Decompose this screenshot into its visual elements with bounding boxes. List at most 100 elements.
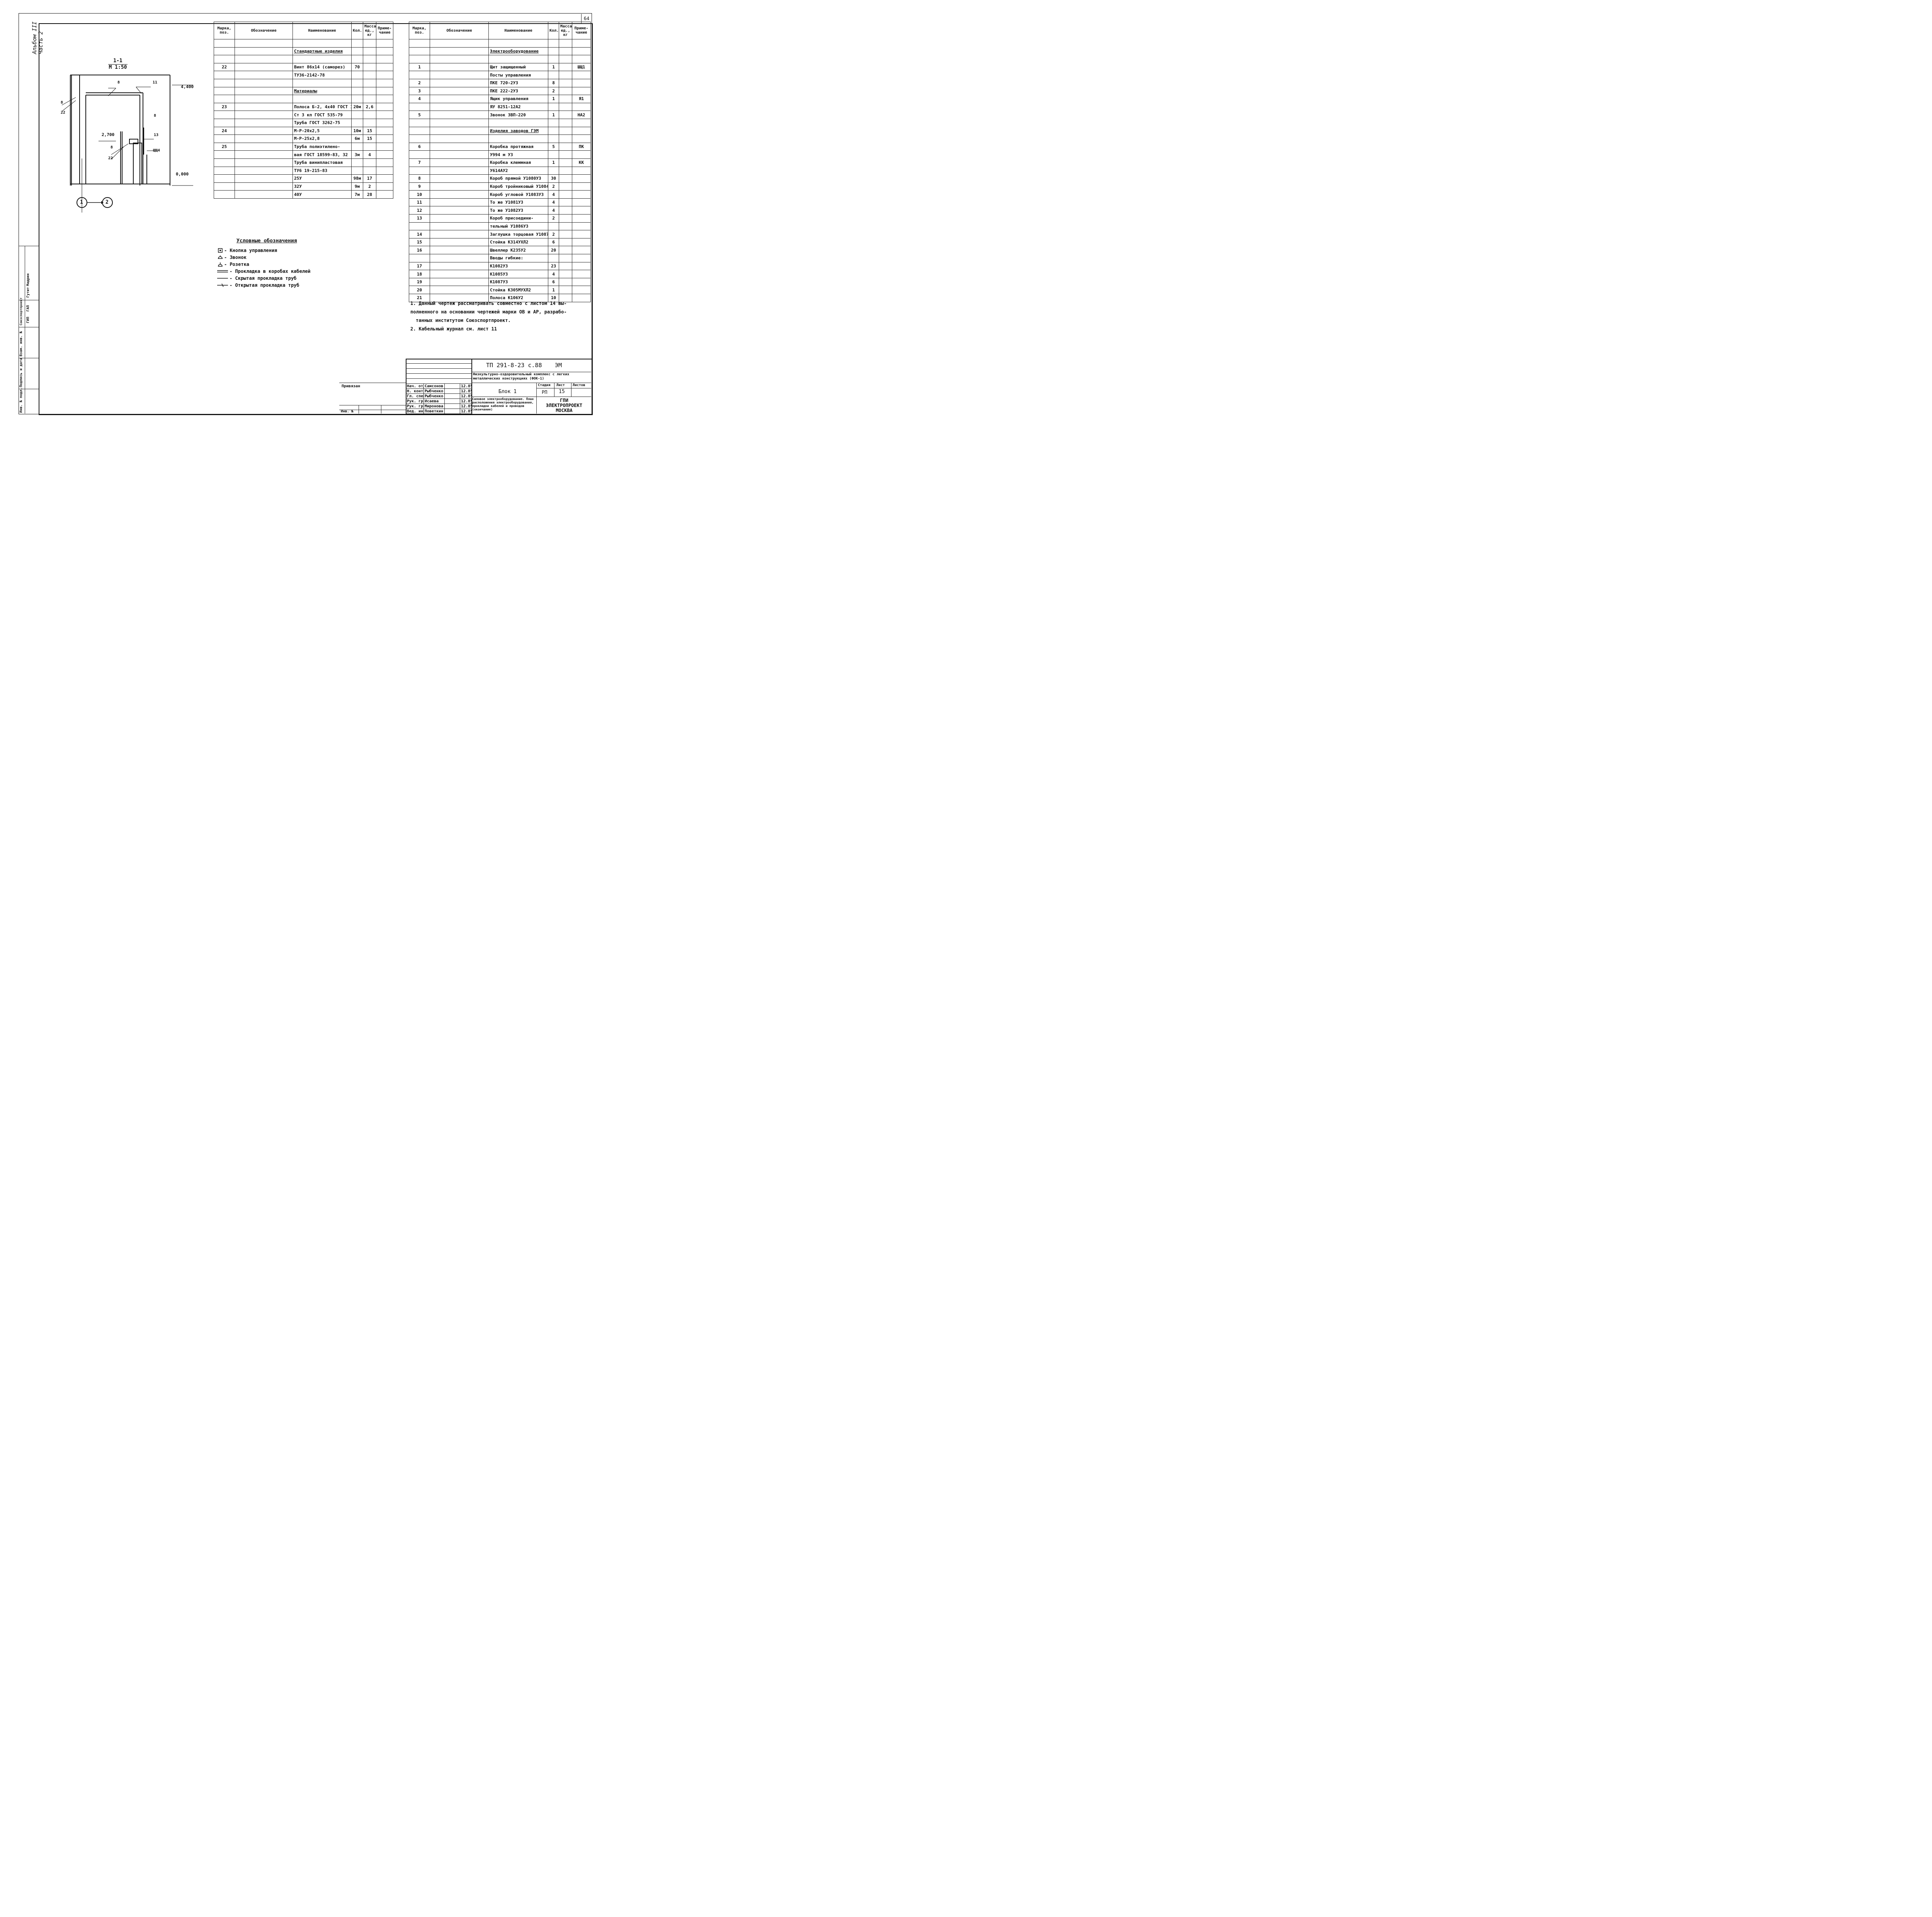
drawing-description: Силовое электрооборудование. План распол… (472, 397, 534, 411)
cell-qty: 1 (548, 63, 559, 72)
cell-name: Труба винипластовая (293, 158, 352, 167)
stamp-name-2: Мадрин (26, 273, 30, 286)
header-designation: Обозначение (430, 22, 489, 39)
album-word: Альбом (32, 34, 38, 54)
cell-qty (351, 55, 363, 63)
callout-8-right: 8 (154, 114, 156, 118)
cell-qty: 1 (548, 286, 559, 294)
open-pipe-line-icon (217, 283, 228, 287)
cell-note (572, 198, 591, 207)
cell-qty: 10 (548, 294, 559, 302)
cell-designation (430, 78, 489, 87)
cell-mark: 16 (409, 246, 430, 255)
cell-mark (214, 47, 235, 56)
cell-note (572, 206, 591, 215)
legend-title: Условные обозначения (236, 238, 297, 244)
cell-name: Изделия заводов ГЭМ (488, 126, 548, 135)
cell-qty (548, 47, 559, 56)
cell-designation (430, 150, 489, 159)
cell-mass (559, 206, 572, 215)
cell-mark: 4 (409, 95, 430, 103)
cell-mark (409, 166, 430, 175)
cell-mark: 19 (409, 278, 430, 286)
cell-mass (559, 102, 572, 111)
cell-mark: 17 (409, 262, 430, 271)
cell-note (376, 158, 393, 167)
cell-designation (430, 95, 489, 103)
cell-note: НА2 (572, 111, 591, 119)
staff-name: Поветкин (423, 409, 445, 414)
cell-name (488, 55, 548, 63)
cell-qty: 5 (548, 142, 559, 151)
cell-note (572, 238, 591, 247)
sheet-corner-number: 64 (583, 16, 590, 21)
cell-designation (430, 238, 489, 247)
cell-name (488, 134, 548, 143)
cell-name: 40У (293, 190, 352, 199)
callout-13: 13 (154, 133, 159, 137)
cell-mass (559, 118, 572, 127)
cell-note (572, 254, 591, 262)
header-mark: Марка, поз. (214, 22, 235, 39)
cell-mark (214, 111, 235, 119)
cell-designation (430, 158, 489, 167)
cell-name: Короб присоедини- (488, 214, 548, 223)
cell-designation (235, 102, 293, 111)
org-line-3: МОСКВА (556, 408, 573, 413)
cell-name (293, 39, 352, 48)
doc-mark: ЭМ (555, 362, 562, 369)
cell-designation (430, 270, 489, 278)
cell-name: Труба полиэтилено- (293, 142, 352, 151)
cell-designation (430, 214, 489, 223)
cell-name: Короб тройниковый У1084У3 (488, 182, 548, 191)
cell-qty: 4 (548, 270, 559, 278)
legend-item: - Звонок (217, 254, 333, 261)
staff-name: Самсонов (423, 383, 445, 389)
cell-note (572, 174, 591, 183)
cell-mass (559, 142, 572, 151)
cell-mark: 3 (409, 87, 430, 95)
cell-mark: 9 (409, 182, 430, 191)
button-symbol-icon (218, 248, 223, 253)
legend-item: - Кнопка управления (217, 247, 333, 254)
approved-label: Привязан (342, 384, 361, 388)
cell-mass (559, 78, 572, 87)
staff-date: 12.85 (460, 403, 472, 409)
legend-item-label: - Розетка (224, 262, 250, 267)
cell-name: Материалы (293, 87, 352, 95)
cell-mark (409, 102, 430, 111)
cell-designation (430, 262, 489, 271)
cell-designation (430, 63, 489, 72)
cell-mass: 2 (363, 182, 376, 191)
cell-designation (235, 39, 293, 48)
cell-mass (363, 87, 376, 95)
table-row (214, 78, 393, 87)
legend-item: - Открытая прокладка труб (217, 282, 333, 289)
cell-designation (430, 142, 489, 151)
staff-signature (444, 398, 460, 404)
cell-mass (559, 47, 572, 56)
table-row: Труба винипластовая (214, 158, 393, 167)
cell-mark (214, 39, 235, 48)
bell-symbol-icon (218, 255, 223, 259)
cell-mark: 23 (214, 102, 235, 111)
cell-note (572, 214, 591, 223)
cell-name: К1085У3 (488, 270, 548, 278)
cell-qty: 70 (351, 63, 363, 72)
staff-signature (444, 393, 460, 399)
cell-qty: 20м (351, 102, 363, 111)
cell-mark: 6 (409, 142, 430, 151)
stamp-org: Союзспортпроект (19, 297, 23, 325)
table-row (409, 39, 591, 48)
cell-name: тельный У1086У3 (488, 222, 548, 231)
cell-mass (559, 39, 572, 48)
cell-name: Короб угловой У1083У3 (488, 190, 548, 199)
